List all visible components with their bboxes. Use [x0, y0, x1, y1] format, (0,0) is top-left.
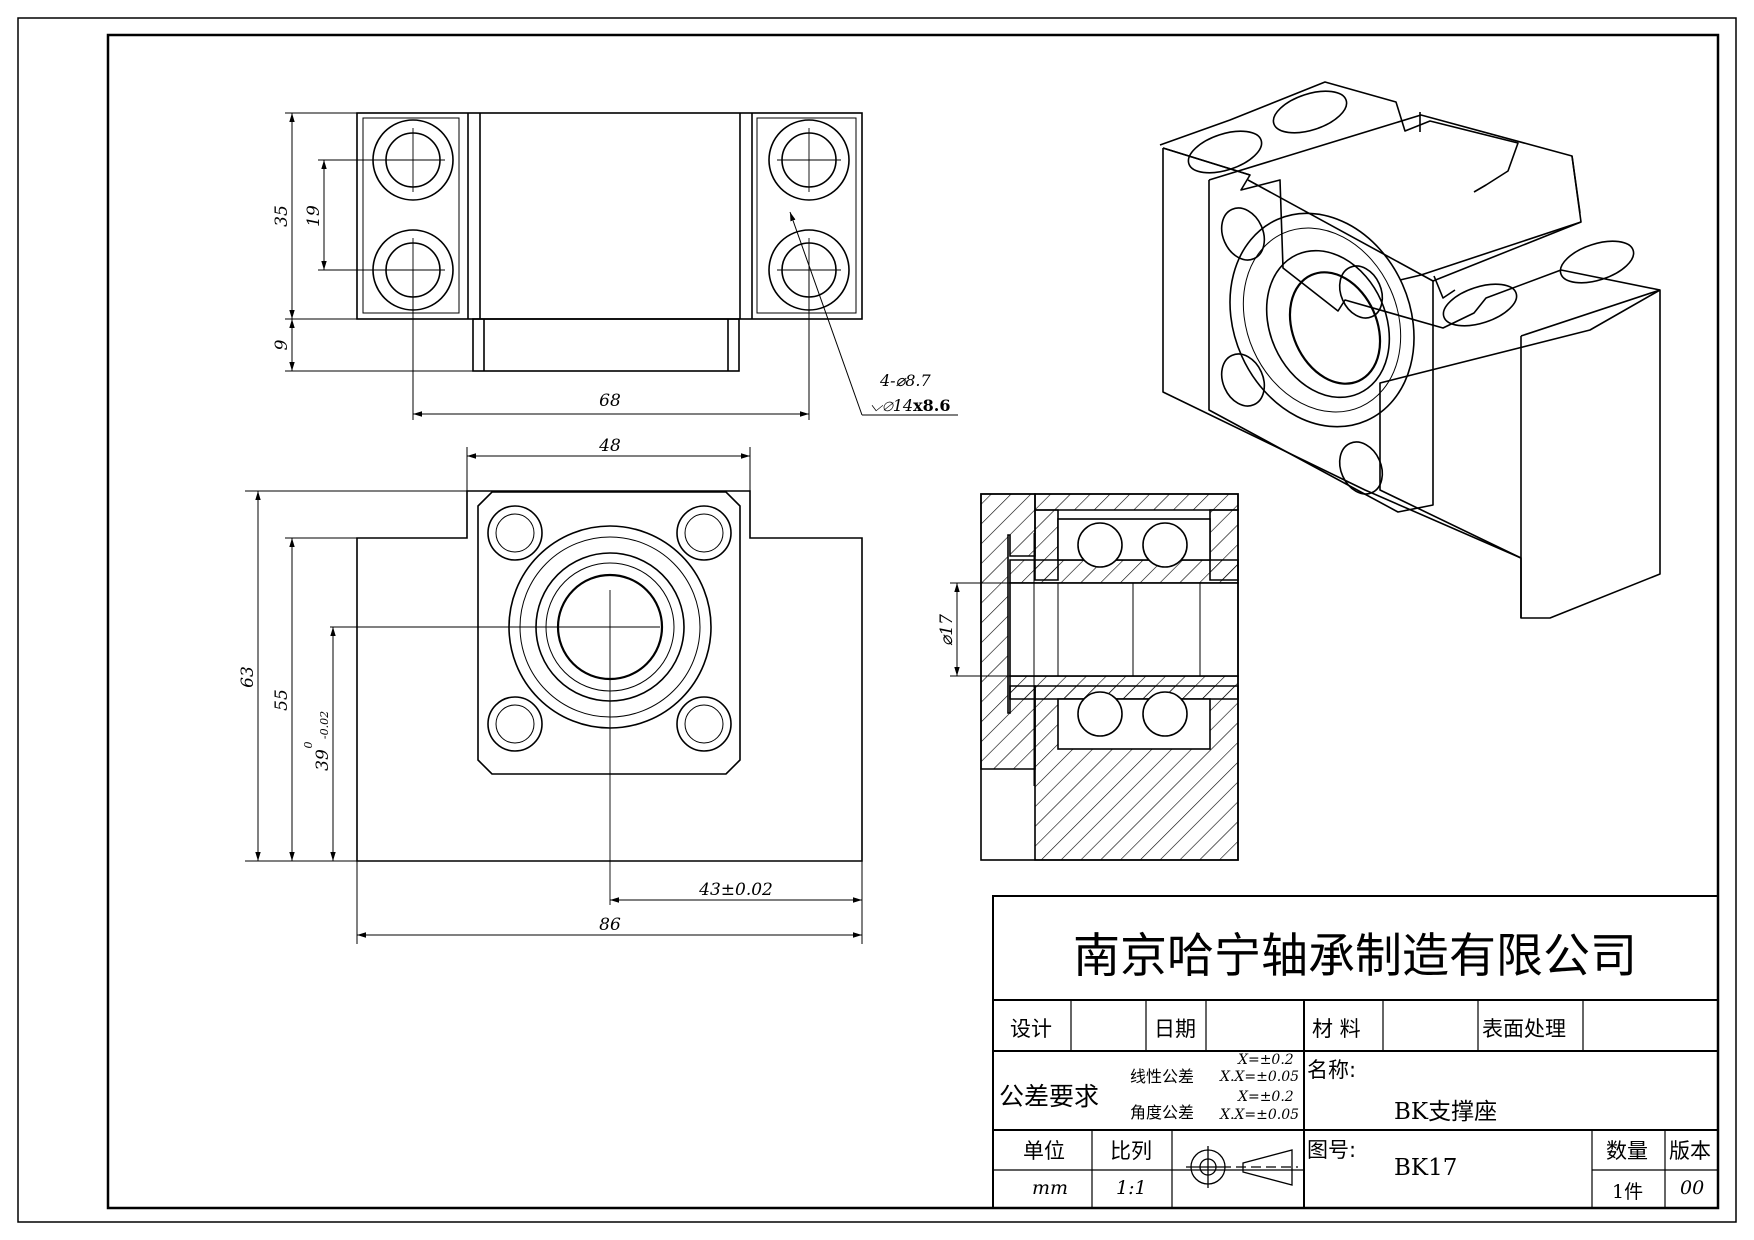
dim-39: 39 — [313, 749, 333, 771]
angular-tolerance-value-1: X=±0.2 — [1238, 1089, 1294, 1105]
version-value: 00 — [1680, 1177, 1705, 1199]
drawing-number: BK17 — [1394, 1155, 1458, 1181]
top-view — [356, 112, 863, 372]
dim-17: ⌀17 — [937, 614, 957, 646]
version-label: 版本 — [1669, 1139, 1711, 1163]
paper-border — [17, 17, 1737, 1223]
dim-39-tol-lower: -0.02 — [318, 711, 331, 739]
linear-tolerance-label: 线性公差 — [1130, 1067, 1195, 1086]
isometric-view — [1159, 81, 1661, 619]
front-view-dimensions — [245, 447, 863, 944]
hole-top-right — [768, 119, 850, 201]
linear-tolerance-value-1: X=±0.2 — [1238, 1052, 1294, 1068]
title-block-grid — [992, 895, 1719, 1209]
top-view-dimensions — [285, 112, 958, 420]
company-name: 南京哈宁轴承制造有限公司 — [1073, 929, 1637, 984]
dim-63: 63 — [238, 666, 258, 688]
surface-treatment-label: 表面处理 — [1482, 1017, 1566, 1041]
dim-55: 55 — [272, 689, 292, 711]
drawing-number-label: 图号: — [1307, 1138, 1357, 1162]
dim-39-tol-upper: 0 — [302, 742, 315, 749]
projection-symbol-icon — [1186, 1146, 1298, 1188]
scale-value: 1:1 — [1116, 1177, 1147, 1199]
hole-note-line1: 4-⌀8.7 — [879, 371, 931, 390]
linear-tolerance-value-2: X.X=±0.05 — [1220, 1069, 1300, 1085]
angular-tolerance-value-2: X.X=±0.05 — [1220, 1107, 1300, 1123]
part-name: BK支撑座 — [1394, 1099, 1498, 1125]
front-view — [330, 490, 863, 905]
dim-19: 19 — [304, 205, 324, 227]
hole-note-line2: ⌵⌀14x8.6 — [870, 396, 950, 415]
date-label: 日期 — [1154, 1017, 1196, 1041]
unit-label: 单位 — [1023, 1139, 1065, 1163]
name-label: 名称: — [1307, 1058, 1357, 1082]
dim-43: 43±0.02 — [698, 880, 773, 900]
material-label: 材 料 — [1312, 1017, 1361, 1041]
quantity-value: 1件 — [1612, 1181, 1644, 1203]
design-label: 设计 — [1010, 1017, 1052, 1041]
dim-68: 68 — [599, 391, 621, 411]
dim-86: 86 — [599, 915, 621, 935]
section-view-dimensions — [950, 582, 1010, 677]
angular-tolerance-label: 角度公差 — [1130, 1103, 1195, 1122]
dim-9: 9 — [272, 339, 292, 350]
unit-value: mm — [1032, 1177, 1069, 1199]
quantity-label: 数量 — [1606, 1139, 1648, 1163]
drawing-frame — [106, 33, 1720, 1210]
section-view — [980, 493, 1239, 861]
tolerance-label: 公差要求 — [999, 1082, 1100, 1111]
dim-35: 35 — [272, 205, 292, 227]
dim-48: 48 — [598, 436, 621, 456]
scale-label: 比列 — [1110, 1139, 1152, 1163]
